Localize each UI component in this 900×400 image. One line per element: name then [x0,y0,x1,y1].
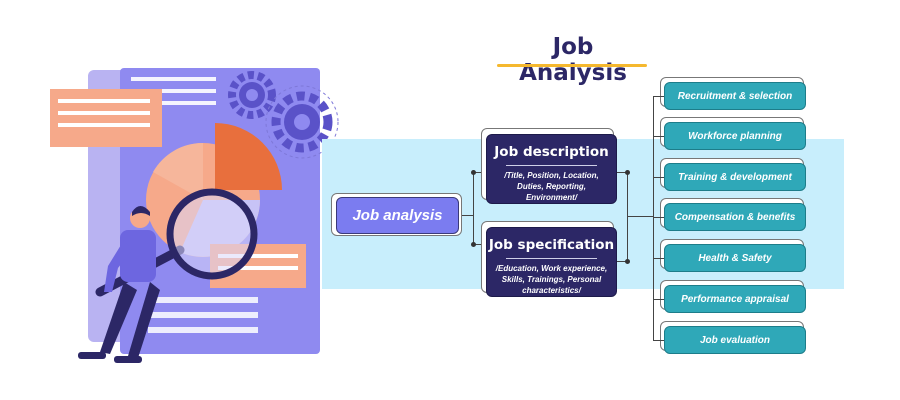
connector-dot [471,242,476,247]
page-title: Job Analysis [519,34,627,86]
use-box: Job evaluation [664,326,806,354]
illustration [50,68,339,363]
connector-line [473,172,485,173]
gear-icon [228,71,276,119]
connector-line [653,299,664,300]
use-box: Health & Safety [664,244,806,272]
person-icon [78,206,160,363]
job-description-box: Job description /Title, Position, Locati… [486,134,617,204]
use-box: Training & development [664,163,806,191]
job-specification-box: Job specification /Education, Work exper… [486,227,617,297]
divider [506,258,597,259]
connector-line [473,172,474,244]
connector-line [617,172,627,173]
connector-line [653,258,664,259]
connector-dot [471,170,476,175]
job-specification-title: Job specification [488,237,615,253]
divider [506,165,597,166]
connector-line [653,96,654,340]
use-box: Recruitment & selection [664,82,806,110]
use-box: Workforce planning [664,122,806,150]
job-description-title: Job description [494,144,609,160]
connector-line [653,177,664,178]
connector-line [617,261,627,262]
connector-line [473,244,485,245]
connector-line [627,216,653,217]
use-box: Compensation & benefits [664,203,806,231]
job-analysis-box: Job analysis [336,197,459,234]
title-underline [497,64,647,67]
connector-line [653,96,664,97]
connector-line [653,340,664,341]
job-description-detail: /Title, Position, Location, Duties, Repo… [504,171,599,202]
gear-icon [265,85,339,159]
connector-line [627,172,628,262]
connector-dot [625,259,630,264]
job-specification-detail: /Education, Work experience, Skills, Tra… [495,264,608,295]
connector-dot [625,170,630,175]
connector-line [653,136,664,137]
connector-line [653,217,664,218]
connector-line [459,215,473,216]
use-box: Performance appraisal [664,285,806,313]
